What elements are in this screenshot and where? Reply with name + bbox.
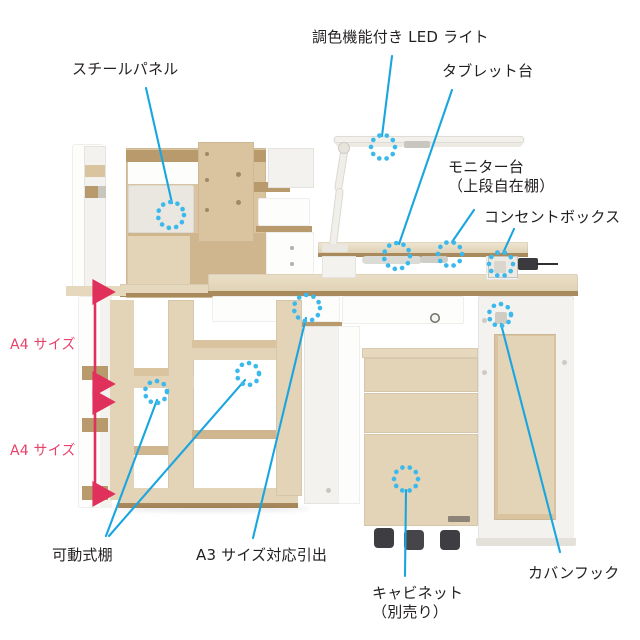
leg-screw <box>326 488 331 493</box>
leader-led-light <box>380 54 394 138</box>
cabinet-drawer-3 <box>364 434 478 526</box>
drawer-left-under <box>286 322 342 327</box>
label-movable-shelf: 可動式棚 <box>52 546 113 564</box>
divider-hole <box>236 200 241 205</box>
right-side-frame-inner <box>556 300 574 540</box>
steel-panel <box>128 185 194 233</box>
right-frame-foot <box>476 538 576 546</box>
desk-top-edge <box>208 291 578 296</box>
frame-slot <box>82 418 108 432</box>
bag-hook <box>495 312 507 324</box>
right-side-wood-face <box>498 336 554 514</box>
shelf-side-wall <box>168 300 194 500</box>
label-tablet-stand: タブレット台 <box>442 62 534 80</box>
shelf-divider <box>198 142 254 242</box>
shelf-deck <box>120 284 270 294</box>
label-steel-panel: スチールパネル <box>72 60 179 78</box>
label-a3-drawer: A3 サイズ対応引出 <box>196 546 328 564</box>
label-bag-hook: カバンフック <box>528 564 620 582</box>
left-side-panel-inner <box>84 146 106 290</box>
cabinet-drawer-2 <box>364 393 478 433</box>
power-plug <box>518 258 538 270</box>
desk-top <box>208 274 578 292</box>
frame-screw <box>562 360 567 365</box>
frame-slot <box>82 486 108 500</box>
shelf-deck-edge <box>120 293 270 297</box>
shelf-floor <box>118 488 298 504</box>
led-lamp-base <box>322 244 348 252</box>
shelf-board-2-top <box>192 348 288 360</box>
desk-center-leg-2 <box>338 326 360 504</box>
shelf-lower-back-2 <box>128 236 190 288</box>
cabinet-label <box>448 516 470 522</box>
shelf-center-post <box>276 300 302 496</box>
shelf-board-3 <box>192 430 282 439</box>
shelf-vertical <box>110 300 134 500</box>
shelf-board-2 <box>192 340 282 349</box>
outlet-socket <box>494 261 506 273</box>
label-monitor-stand: モニター台 （上段自在棚） <box>448 158 555 195</box>
divider-hole <box>205 208 209 212</box>
cabinet-drawer-1 <box>364 358 478 392</box>
drawer-lock-icon <box>430 313 440 323</box>
power-cord <box>536 263 558 265</box>
led-lamp-arm-lower <box>328 187 344 249</box>
tablet-slot-rail-2 <box>420 256 448 263</box>
frame-slot <box>82 366 108 380</box>
shelf-board-upper <box>110 368 168 377</box>
panel-screw <box>290 262 294 266</box>
leader-monitor-stand <box>450 208 476 244</box>
tablet-slot-rail <box>362 256 422 264</box>
label-led-light: 調色機能付き LED ライト <box>312 28 489 46</box>
label-a4-lower: A4 サイズ <box>10 443 76 459</box>
led-lamp-control <box>404 141 430 148</box>
divider-hole <box>205 152 209 156</box>
desk-center-leg <box>304 326 340 504</box>
label-outlet-box: コンセントボックス <box>484 208 621 226</box>
label-a4-upper: A4 サイズ <box>10 337 76 353</box>
frame-screw <box>482 318 487 323</box>
led-lamp-joint <box>338 142 350 154</box>
shelf-deck-left <box>66 286 126 296</box>
panel-slot <box>98 186 106 198</box>
desk-drawer-right <box>342 296 464 324</box>
leader-tablet-stand <box>397 88 454 246</box>
monitor-stand-top <box>318 242 528 254</box>
frame-screw <box>482 370 487 375</box>
caster <box>374 528 394 548</box>
divider-hole <box>236 172 241 177</box>
marker-movable-shelf-2 <box>234 360 262 388</box>
monitor-stand-edge <box>318 253 528 257</box>
upper-right-drawer <box>258 198 310 226</box>
cabinet-top <box>362 348 478 358</box>
floor-shadow <box>110 506 310 512</box>
monitor-stand-leg-left <box>322 256 356 278</box>
upper-right-side <box>266 232 314 282</box>
upper-right-panel <box>268 148 314 188</box>
label-cabinet: キャビネット （別売り） <box>372 584 464 621</box>
shelf-board-upper-top <box>132 376 194 388</box>
caster <box>440 530 460 550</box>
divider-hole <box>205 178 209 182</box>
upper-right-drawer-base <box>256 226 312 232</box>
caster <box>404 530 424 550</box>
panel-slot <box>85 186 98 198</box>
panel-screw <box>290 246 294 250</box>
panel-slot <box>85 165 105 177</box>
